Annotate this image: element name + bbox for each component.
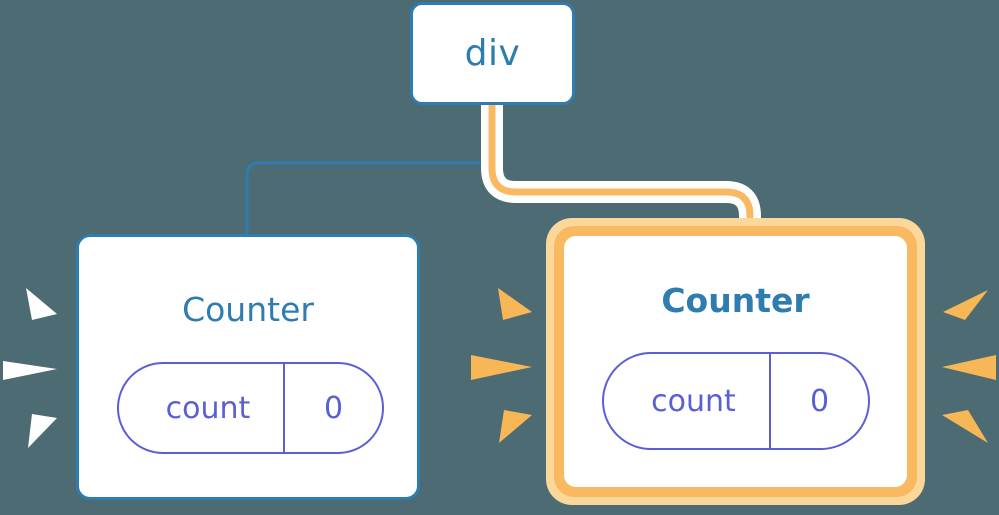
burst-ray [26,288,57,320]
counter-left-title: Counter [182,290,314,329]
counter-card-right-glow: Counter count 0 [554,226,917,497]
burst-left-white [3,288,57,448]
counter-card-right-inner: Counter count 0 [564,236,907,487]
state-key-right: count [651,383,736,419]
burst-ray [942,410,988,443]
counter-card-right-body: Counter count 0 [564,236,907,487]
edge-root-to-counter-right-halo [481,94,761,243]
node-div[interactable]: div [410,2,575,105]
edge-root-to-counter-left [245,105,492,236]
burst-ray [3,361,57,380]
burst-ray [498,288,532,320]
state-value-right: 0 [769,354,868,448]
counter-card-left-body: Counter count 0 [79,237,417,497]
counter-card-right[interactable]: Counter count 0 [546,218,925,505]
state-key-left: count [165,390,251,426]
burst-ray [499,410,532,443]
state-pill-left[interactable]: count 0 [117,362,384,454]
burst-ray [943,290,988,320]
state-value-left: 0 [283,364,382,452]
burst-ray [942,355,996,380]
edge-root-to-counter-right [488,101,754,236]
counter-right-title: Counter [661,281,810,320]
burst-ray [471,355,532,380]
node-div-label: div [464,32,521,74]
state-pill-right[interactable]: count 0 [602,352,870,450]
burst-ray [28,414,57,448]
burst-middle-orange [471,288,532,443]
counter-card-left[interactable]: Counter count 0 [76,234,420,500]
burst-right-orange [942,290,996,443]
